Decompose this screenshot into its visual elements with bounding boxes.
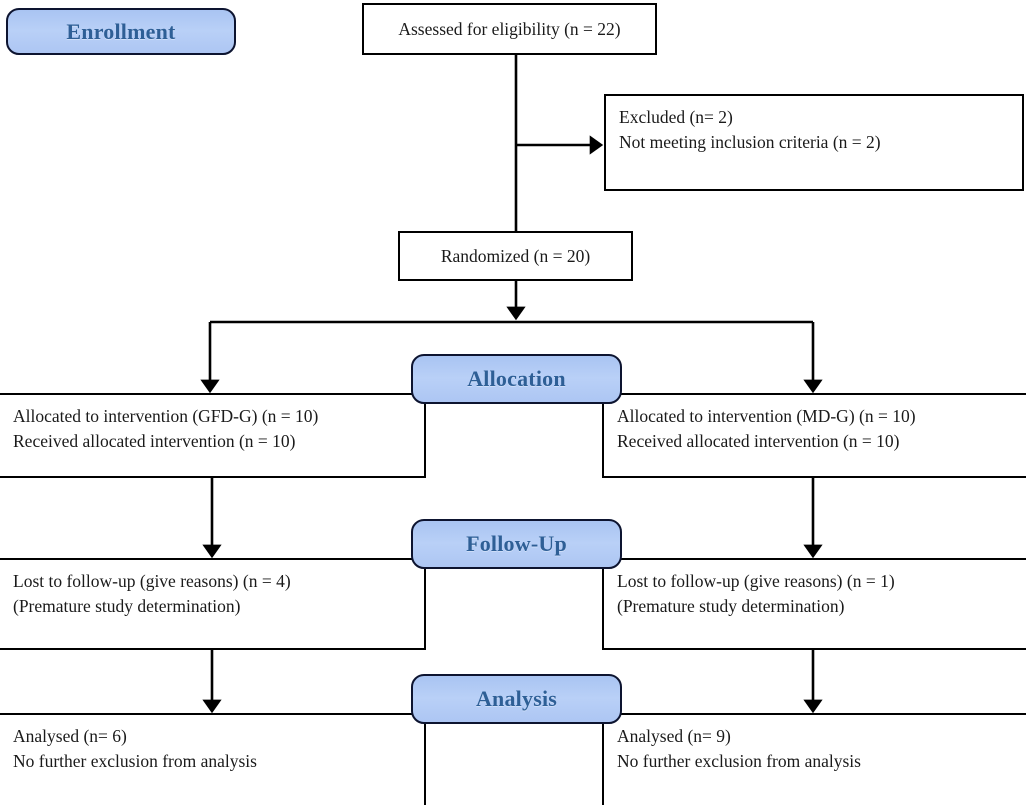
stage-label-followup: Follow-Up: [411, 519, 622, 569]
stage-label-followup-text: Follow-Up: [466, 531, 567, 556]
node-analysed-left-line-1: Analysed (n= 6): [13, 726, 127, 746]
stage-label-analysis: Analysis: [411, 674, 622, 724]
node-followup-right-line-1: Lost to follow-up (give reasons) (n = 1): [617, 571, 895, 591]
node-analysed-right-line-2: No further exclusion from analysis: [617, 750, 861, 771]
stage-label-enrollment-text: Enrollment: [66, 18, 176, 44]
node-randomized-line-1: Randomized (n = 20): [440, 245, 591, 266]
node-allocated-left-line-1: Allocated to intervention (GFD-G) (n = 1…: [13, 406, 319, 426]
node-analysed-right-line-1: Analysed (n= 9): [617, 726, 731, 746]
node-allocated-right-line-2: Received allocated intervention (n = 10): [617, 430, 900, 451]
stage-label-analysis-text: Analysis: [475, 686, 558, 711]
node-assessed-line-1: Assessed for eligibility (n = 22): [398, 18, 621, 39]
node-allocated-right-md-g: Allocated to intervention (MD-G) (n = 10…: [602, 393, 1026, 478]
node-analysed-left: Analysed (n= 6) No further exclusion fro…: [0, 713, 426, 805]
node-followup-left-line-2: (Premature study determination): [13, 595, 241, 616]
node-followup-right: Lost to follow-up (give reasons) (n = 1)…: [602, 558, 1026, 650]
node-allocated-left-gfd-g: Allocated to intervention (GFD-G) (n = 1…: [0, 393, 426, 478]
stage-label-enrollment: Enrollment: [6, 8, 236, 55]
stage-label-allocation-text: Allocation: [467, 366, 566, 391]
node-analysed-left-line-2: No further exclusion from analysis: [13, 750, 257, 771]
stage-label-allocation: Allocation: [411, 354, 622, 404]
node-followup-right-line-2: (Premature study determination): [617, 595, 845, 616]
node-excluded-line-1: Excluded (n= 2): [619, 107, 733, 127]
node-excluded: Excluded (n= 2) Not meeting inclusion cr…: [604, 94, 1024, 191]
node-excluded-line-2: Not meeting inclusion criteria (n = 2): [619, 131, 881, 152]
node-assessed-for-eligibility: Assessed for eligibility (n = 22): [362, 3, 657, 55]
node-randomized: Randomized (n = 20): [398, 231, 633, 281]
node-allocated-left-line-2: Received allocated intervention (n = 10): [13, 430, 296, 451]
node-analysed-right: Analysed (n= 9) No further exclusion fro…: [602, 713, 1026, 805]
node-followup-left-line-1: Lost to follow-up (give reasons) (n = 4): [13, 571, 291, 591]
node-allocated-right-line-1: Allocated to intervention (MD-G) (n = 10…: [617, 406, 916, 426]
node-followup-left: Lost to follow-up (give reasons) (n = 4)…: [0, 558, 426, 650]
